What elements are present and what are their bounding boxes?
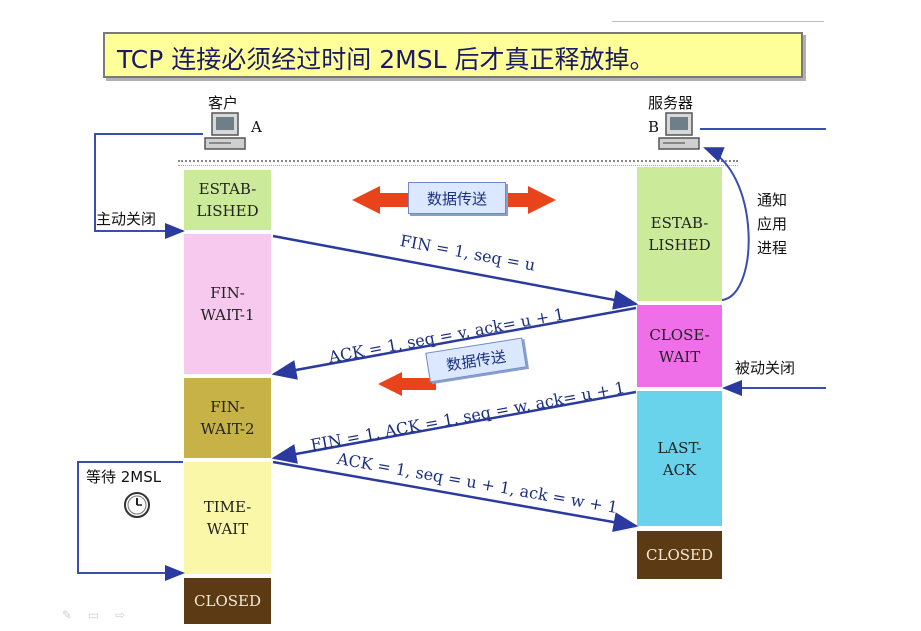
wait-2msl-bracket bbox=[77, 461, 185, 581]
msg-arrow-fin-server bbox=[271, 390, 637, 464]
notify-app-label: 通知 应用 进程 bbox=[757, 191, 788, 257]
server-letter: B bbox=[648, 118, 660, 136]
slide-toolbar: ✎ ▭ ⇨ bbox=[62, 608, 132, 622]
msg-arrow-ack-client bbox=[272, 460, 639, 532]
server-state-close-wait: CLOSE- WAIT bbox=[637, 305, 722, 387]
notify-app-arrow bbox=[703, 147, 750, 301]
active-close-label: 主动关闭 bbox=[96, 210, 157, 228]
passive-close-label: 被动关闭 bbox=[735, 359, 796, 377]
client-state-time-wait: TIME- WAIT bbox=[184, 462, 271, 574]
server-state-closed: CLOSED bbox=[637, 531, 722, 579]
server-computer-icon bbox=[658, 112, 700, 150]
top-rule bbox=[612, 21, 824, 22]
client-state-closed: CLOSED bbox=[184, 578, 271, 624]
client-letter: A bbox=[251, 118, 262, 136]
server-state-last-ack: LAST- ACK bbox=[637, 391, 722, 526]
wait-2msl-label: 等待 2MSL bbox=[86, 468, 162, 486]
data-transfer-left-arrow bbox=[378, 372, 436, 396]
client-state-fin-wait-1: FIN- WAIT-1 bbox=[184, 234, 271, 374]
timeline-top-rule-2 bbox=[178, 165, 738, 166]
msg-arrow-fin-client bbox=[272, 234, 639, 310]
client-computer-icon bbox=[204, 112, 246, 150]
clock-icon bbox=[124, 492, 150, 518]
client-state-established: ESTAB- LISHED bbox=[184, 170, 271, 230]
page-title: TCP 连接必须经过时间 2MSL 后才真正释放掉。 bbox=[117, 45, 655, 74]
msg-arrow-ack-server bbox=[271, 306, 637, 380]
data-transfer-badge: 数据传送 bbox=[408, 182, 506, 214]
client-state-fin-wait-2: FIN- WAIT-2 bbox=[184, 378, 271, 458]
server-label: 服务器 bbox=[648, 94, 694, 112]
client-label: 客户 bbox=[208, 94, 239, 112]
title-banner: TCP 连接必须经过时间 2MSL 后才真正释放掉。 bbox=[103, 32, 803, 78]
timeline-top-rule bbox=[178, 160, 738, 162]
server-state-established: ESTAB- LISHED bbox=[637, 167, 722, 301]
active-close-bracket bbox=[94, 133, 203, 239]
